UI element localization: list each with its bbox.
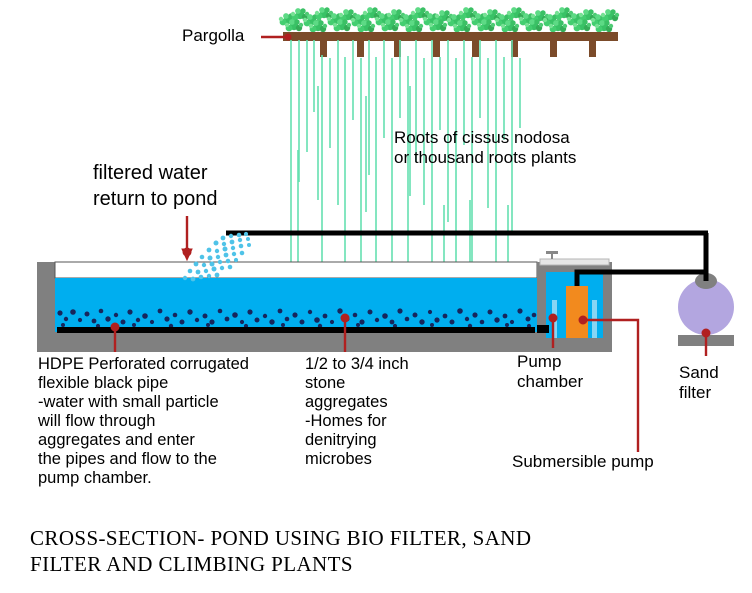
label-hdpe-line6: the pipes and flow to the <box>38 450 217 468</box>
stone-aggregate-bed <box>57 308 537 329</box>
label-hdpe-line3: -water with small particle <box>38 393 219 411</box>
label-stone-aggregates: 1/2 to 3/4 inch stone aggregates -Homes … <box>305 355 409 469</box>
label-filtered-line2: return to pond <box>93 188 218 210</box>
label-roots-line1: Roots of cissus nodosa <box>394 128 570 147</box>
label-hdpe-line4: will flow through <box>38 412 156 430</box>
pond-floor <box>37 332 612 352</box>
sand-filter-vessel <box>678 279 734 335</box>
label-filtered-line1: filtered water <box>93 162 208 184</box>
pump-chamber <box>537 251 612 352</box>
label-hdpe-line7: pump chamber. <box>38 469 152 487</box>
label-pump-chamber: Pump chamber <box>517 352 583 392</box>
label-stone-line2: stone <box>305 374 346 392</box>
pump-chamber-lid <box>539 258 610 266</box>
label-stone-line4: -Homes for <box>305 412 387 430</box>
pergola <box>278 7 620 57</box>
diagram-title-line2: FILTER AND CLIMBING PLANTS <box>30 552 353 576</box>
label-sand-filter-line2: filter <box>679 383 712 402</box>
label-stone-line6: microbes <box>305 450 372 468</box>
water-return-spray <box>182 231 251 282</box>
pond-wall-left <box>37 262 55 352</box>
label-submersible-pump: Submersible pump <box>512 452 654 471</box>
diagram-title: CROSS-SECTION- POND USING BIO FILTER, SA… <box>30 525 531 577</box>
return-piping <box>226 230 709 281</box>
label-stone-line1: 1/2 to 3/4 inch <box>305 355 409 373</box>
label-roots: Roots of cissus nodosa or thousand roots… <box>394 128 576 168</box>
pond-structure <box>37 261 612 352</box>
label-hdpe-pipe: HDPE Perforated corrugated flexible blac… <box>38 355 249 488</box>
submersible-pump-body <box>566 286 588 338</box>
label-sand-filter: Sand filter <box>679 363 719 403</box>
pump-discharge-pipe <box>574 269 612 286</box>
pond-water <box>55 278 537 332</box>
label-stone-line3: aggregates <box>305 393 388 411</box>
label-hdpe-line5: aggregates and enter <box>38 431 195 449</box>
diagram-title-line1: CROSS-SECTION- POND USING BIO FILTER, SA… <box>30 526 532 550</box>
label-stone-line5: denitrying <box>305 431 377 449</box>
label-roots-line2: or thousand roots plants <box>394 148 577 167</box>
pergola-posts <box>320 41 596 57</box>
label-pargolla: Pargolla <box>182 26 245 45</box>
pump-chamber-lid-handle <box>546 251 558 254</box>
label-pump-chamber-line1: Pump <box>517 352 562 371</box>
label-hdpe-line1: HDPE Perforated corrugated <box>38 355 249 373</box>
label-filtered-water-return: filtered water return to pond <box>93 160 218 212</box>
pergola-foliage <box>278 7 620 33</box>
pergola-beam <box>283 32 618 41</box>
leader-lines <box>110 33 711 452</box>
label-hdpe-line2: flexible black pipe <box>38 374 169 392</box>
label-sand-filter-line1: Sand <box>679 363 719 382</box>
hdpe-perforated-pipe <box>57 327 535 333</box>
label-pump-chamber-line2: chamber <box>517 372 584 391</box>
pond-freeboard <box>54 261 538 279</box>
